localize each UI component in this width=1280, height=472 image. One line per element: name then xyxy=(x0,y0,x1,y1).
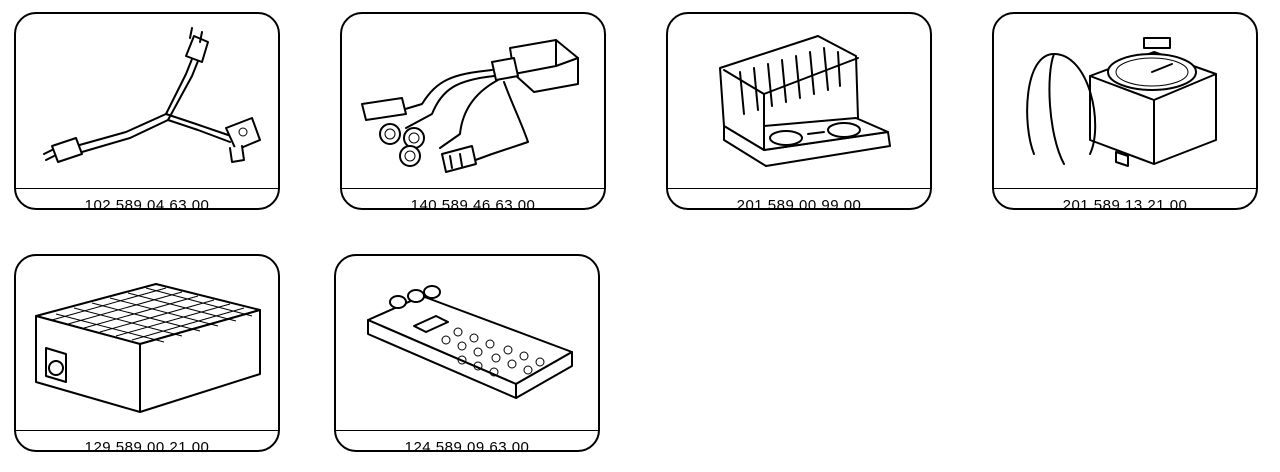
card-divider xyxy=(336,430,598,431)
card-divider xyxy=(668,188,930,189)
tool-case-icon xyxy=(668,14,930,186)
card-divider xyxy=(342,188,604,189)
catalog-item-6[interactable]: 124 589 09 63 00 xyxy=(334,254,600,452)
catalog-item-1[interactable]: 102 589 04 63 00 xyxy=(14,12,280,210)
part-number: 124 589 09 63 00 xyxy=(404,439,530,452)
part-number: 201 589 13 21 00 xyxy=(1062,197,1188,210)
card-divider xyxy=(994,188,1256,189)
catalog-item-3[interactable]: 201 589 00 99 00 xyxy=(666,12,932,210)
catalog-item-4[interactable]: 201 589 13 21 00 xyxy=(992,12,1258,210)
part-number: 102 589 04 63 00 xyxy=(84,197,210,210)
part-number: 201 589 00 99 00 xyxy=(736,197,862,210)
part-number: 140 589 46 63 00 xyxy=(410,197,536,210)
part-number: 129 589 00 21 00 xyxy=(84,439,210,452)
catalog-item-5[interactable]: 129 589 00 21 00 xyxy=(14,254,280,452)
gauge-tester-icon xyxy=(994,14,1256,186)
y-adapter-cable-icon xyxy=(16,14,278,186)
catalog-item-2[interactable]: 140 589 46 63 00 xyxy=(340,12,606,210)
socket-box-icon xyxy=(16,256,278,428)
connector-harness-icon xyxy=(342,14,604,186)
test-box-icon xyxy=(336,256,598,428)
card-divider xyxy=(16,430,278,431)
card-divider xyxy=(16,188,278,189)
